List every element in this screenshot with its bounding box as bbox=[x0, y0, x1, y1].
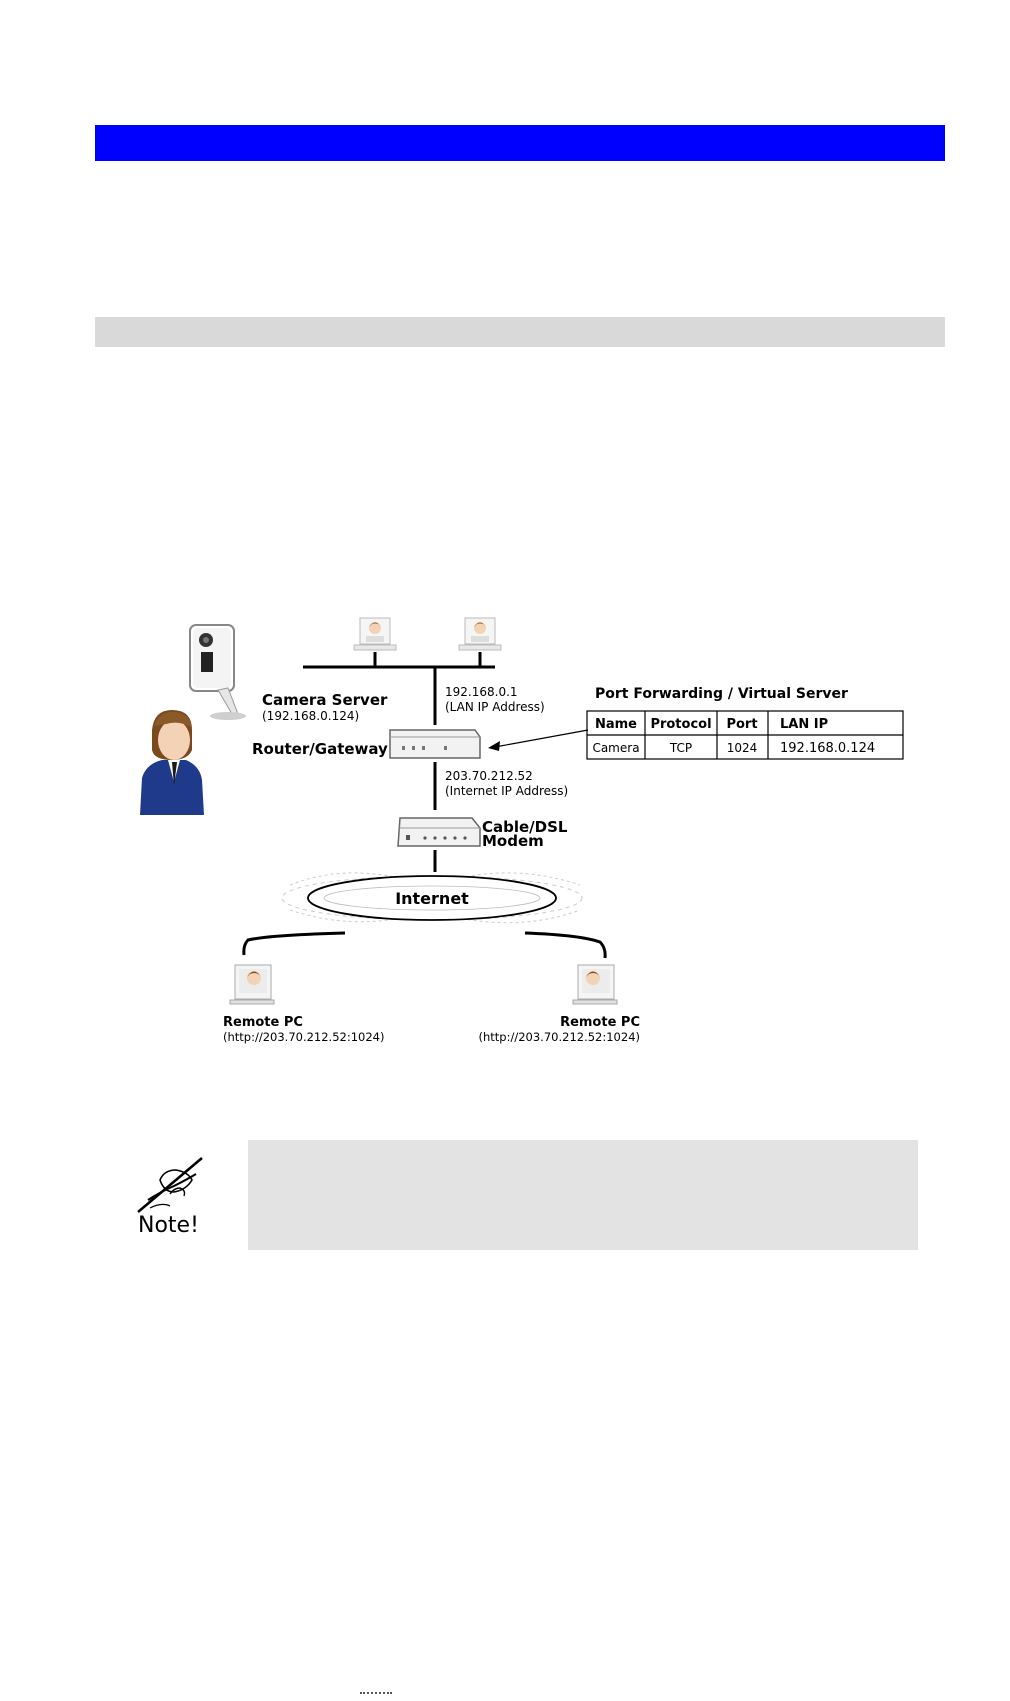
camera-server-ip: (192.168.0.124) bbox=[262, 709, 359, 723]
table-header-lan-ip: LAN IP bbox=[780, 717, 828, 732]
remote-pc-label-left: Remote PC bbox=[223, 1015, 303, 1030]
modem-label-line1: Cable/DSL bbox=[482, 818, 568, 836]
table-header-name: Name bbox=[595, 717, 637, 732]
router-lan-ip-caption: (LAN IP Address) bbox=[445, 700, 545, 714]
internet-ip-caption: (Internet IP Address) bbox=[445, 784, 568, 798]
router-lan-ip: 192.168.0.1 bbox=[445, 685, 518, 699]
remote-pc-label-right: Remote PC bbox=[560, 1015, 640, 1030]
table-cell-lan-ip: 192.168.0.124 bbox=[780, 741, 875, 756]
section-bar bbox=[95, 317, 945, 347]
router-icon bbox=[389, 729, 481, 759]
local-pc-icon bbox=[353, 617, 397, 651]
remote-pc-url-left: (http://203.70.212.52:1024) bbox=[223, 1030, 384, 1044]
modem-icon bbox=[397, 817, 481, 847]
camera-icon bbox=[189, 624, 246, 720]
arrow-icon bbox=[488, 729, 589, 751]
table-header-port: Port bbox=[726, 717, 757, 732]
local-pc-icon bbox=[458, 617, 502, 651]
internet-cloud bbox=[281, 872, 583, 924]
table-cell-port: 1024 bbox=[727, 741, 758, 755]
table-cell-protocol: TCP bbox=[669, 741, 692, 755]
network-diagram: Camera Server (192.168.0.124) Router/Gat… bbox=[140, 617, 904, 1044]
modem-label-line2: Modem bbox=[482, 832, 544, 850]
footer-mark bbox=[360, 1692, 392, 1698]
remote-pc-icon bbox=[572, 964, 618, 1005]
note-label: Note! bbox=[138, 1213, 199, 1238]
table-header-protocol: Protocol bbox=[650, 717, 711, 732]
table-cell-name: Camera bbox=[592, 741, 639, 755]
remote-pc-url-right: (http://203.70.212.52:1024) bbox=[479, 1030, 640, 1044]
lan-lines bbox=[303, 652, 495, 872]
camera-server-label: Camera Server bbox=[262, 691, 388, 709]
internet-label: Internet bbox=[395, 889, 469, 908]
note-box bbox=[248, 1140, 918, 1250]
port-forwarding-title: Port Forwarding / Virtual Server bbox=[595, 686, 848, 702]
internet-ip: 203.70.212.52 bbox=[445, 769, 533, 783]
note-icon: Note! bbox=[137, 1157, 203, 1238]
header-bar bbox=[95, 125, 945, 161]
router-label: Router/Gateway bbox=[252, 740, 388, 758]
remote-links bbox=[242, 931, 607, 959]
person-icon bbox=[140, 710, 204, 815]
remote-pc-icon bbox=[229, 964, 275, 1005]
port-forwarding-table bbox=[586, 710, 904, 760]
